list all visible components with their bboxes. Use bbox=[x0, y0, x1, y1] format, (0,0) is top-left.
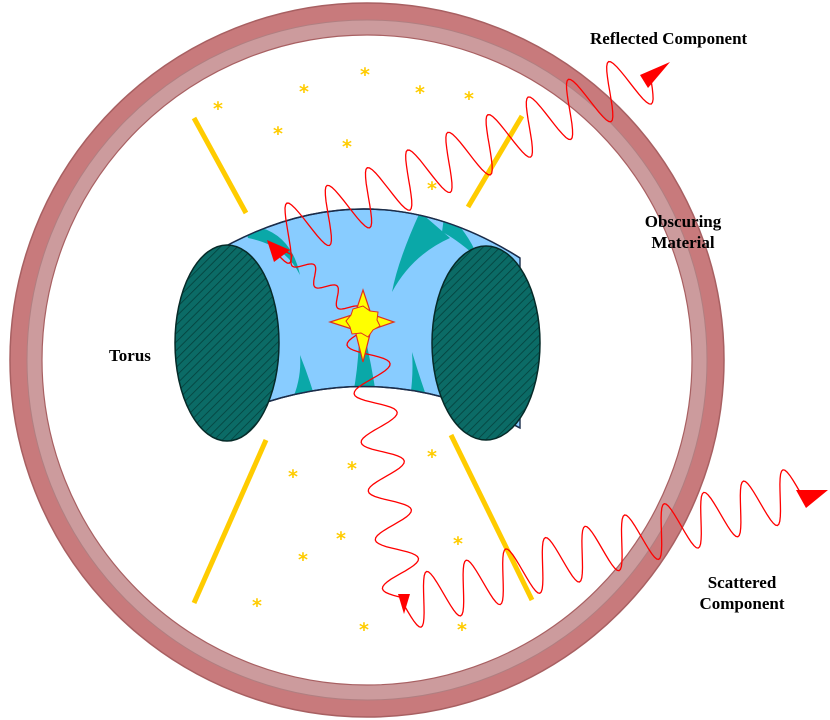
reflected-component-label: Reflected Component bbox=[590, 29, 748, 48]
asterisk-icon: * bbox=[213, 98, 223, 120]
scattered-path bbox=[346, 329, 801, 628]
asterisk-icon: * bbox=[298, 549, 308, 571]
asterisk-icon: * bbox=[252, 595, 262, 617]
torus-arrowhead bbox=[267, 240, 290, 262]
scattered-component-label: Scattered Component bbox=[672, 572, 812, 614]
asterisk-icon: * bbox=[457, 619, 467, 641]
asterisk-icon: * bbox=[360, 64, 370, 86]
asterisk-icon: * bbox=[415, 82, 425, 104]
scattered-label-line1: Scattered bbox=[707, 573, 777, 592]
cone-line-upper-left bbox=[191, 116, 249, 215]
asterisk-icon: * bbox=[359, 619, 369, 641]
star-burst-icon bbox=[328, 288, 396, 363]
photon-paths bbox=[267, 60, 801, 628]
cone-line-lower-right bbox=[448, 433, 535, 602]
scattered-arrowhead bbox=[796, 490, 828, 508]
arrowheads bbox=[267, 62, 828, 614]
reflected-path bbox=[267, 60, 654, 319]
cone-line-lower-left bbox=[191, 438, 269, 605]
scattered-label-line2: Component bbox=[699, 594, 785, 613]
source-core bbox=[345, 305, 381, 338]
asterisk-icon: * bbox=[288, 466, 298, 488]
asterisk-icon: * bbox=[336, 528, 346, 550]
asterisk-icon: * bbox=[427, 446, 437, 468]
obscuring-label-line1: Obscuring bbox=[644, 212, 722, 231]
cone-lines bbox=[191, 114, 535, 605]
asterisk-icon: * bbox=[464, 88, 474, 110]
obscuring-material-label: Obscuring Material bbox=[628, 211, 738, 253]
obscuring-label-line2: Material bbox=[651, 233, 715, 252]
downward-arrowhead bbox=[398, 594, 410, 614]
cone-line-upper-right bbox=[465, 114, 525, 209]
torus-end-left bbox=[174, 244, 280, 442]
asterisk-icon: * bbox=[453, 533, 463, 555]
asterisk-icon: * bbox=[427, 178, 437, 200]
reflected-arrowhead bbox=[640, 62, 670, 88]
cloud-field: * * * * * * * * * * * * * * * * * bbox=[213, 64, 474, 641]
asterisk-icon: * bbox=[299, 81, 309, 103]
torus-label: Torus bbox=[109, 346, 151, 365]
asterisk-icon: * bbox=[273, 123, 283, 145]
torus-end-right bbox=[431, 245, 541, 441]
asterisk-icon: * bbox=[347, 458, 357, 480]
asterisk-icon: * bbox=[342, 136, 352, 158]
